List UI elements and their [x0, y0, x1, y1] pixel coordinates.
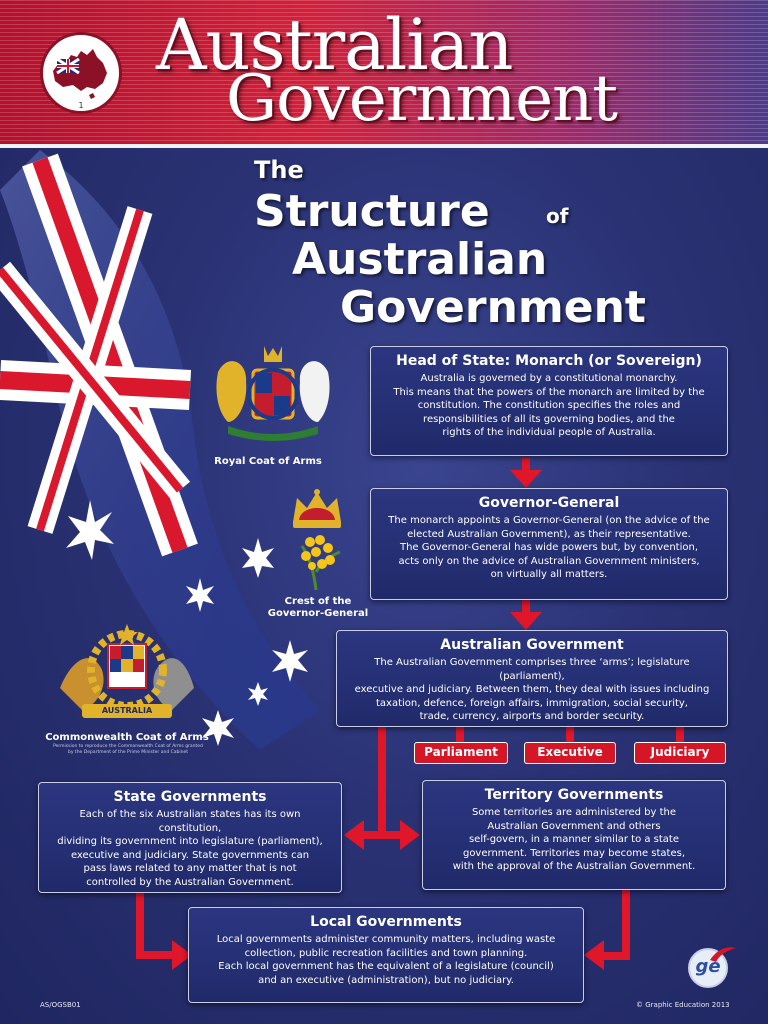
- logo-swoosh-icon: [710, 947, 736, 962]
- box-local-governments: Local Governments Local governments admi…: [188, 907, 584, 1003]
- state-governments-line: executive and judiciary. State governmen…: [70, 849, 310, 861]
- local-governments-line: Each local government has the equivalent…: [218, 961, 554, 972]
- governor-general-line: The monarch appoints a Governor-General …: [388, 515, 710, 526]
- permission-line2: by the Department of the Prime Minister …: [67, 749, 188, 755]
- state-governments-line: controlled by the Australian Government.: [86, 876, 294, 888]
- arrow-gg-to-aus: [522, 600, 530, 614]
- head-of-state-line: Australia is governed by a constitutiona…: [420, 373, 678, 384]
- australia-map-icon: [53, 49, 107, 99]
- governor-general-line: elected Australian Government), as their…: [407, 528, 691, 540]
- royal-coat-caption: Royal Coat of Arms: [214, 456, 322, 467]
- permission-line1: Permission to reproduce the Commonwealth…: [53, 744, 203, 749]
- australian-government-line: trade, currency, airports and border sec…: [419, 711, 645, 722]
- box-territory-governments: Territory Governments Some territories a…: [422, 780, 726, 890]
- head-of-state-line: This means that the powers of the monarc…: [393, 386, 705, 398]
- head-of-state-line: constitution. The constitution specifies…: [417, 400, 681, 411]
- wattle-icon: [300, 535, 341, 591]
- subtitle-the: The: [254, 156, 304, 184]
- box-governor-general: Governor-General The monarch appoints a …: [370, 488, 728, 600]
- australian-government-line: The Australian Government comprises thre…: [374, 657, 690, 682]
- local-governments-line: collection, public recreation facilities…: [244, 947, 528, 959]
- arrow-aus-to-state-territory: [378, 727, 386, 835]
- local-governments-title: Local Governments: [310, 914, 462, 930]
- crest-caption-line1: Crest of the: [284, 596, 352, 607]
- footer-code: AS/OGSB01: [40, 1001, 81, 1009]
- header-title-line1: Australian: [156, 4, 513, 86]
- australian-government-line: taxation, defence, foreign affairs, immi…: [376, 697, 688, 709]
- permission-note: Permission to reproduce the Commonwealth…: [42, 744, 214, 755]
- badge-number: 1: [78, 101, 84, 110]
- header-rule: [0, 144, 768, 148]
- arrow-head-to-gg: [522, 458, 530, 472]
- box-state-governments: State Governments Each of the six Austra…: [38, 782, 342, 893]
- governor-general-line: The Governor-General has wide powers but…: [399, 542, 699, 553]
- state-governments-title: State Governments: [113, 789, 267, 805]
- state-governments-line: pass laws related to any matter that is …: [83, 863, 297, 874]
- subtitle-of: of: [546, 204, 569, 228]
- governor-general-line: on virtually all matters.: [490, 569, 608, 580]
- local-governments-line: and an executive (administration), but n…: [258, 974, 514, 986]
- territory-governments-line: self-govern, in a manner similar to a st…: [468, 834, 680, 845]
- state-governments-line: Each of the six Australian states has it…: [79, 809, 301, 834]
- arm-judiciary-tag: Judiciary: [634, 742, 726, 764]
- australian-government-title: Australian Government: [440, 637, 624, 653]
- governor-general-line: acts only on the advice of Australian Go…: [398, 555, 700, 567]
- box-head-of-state: Head of State: Monarch (or Sovereign) Au…: [370, 346, 728, 456]
- territory-governments-line: with the approval of the Australian Gove…: [452, 861, 696, 872]
- box-australian-government: Australian Government The Australian Gov…: [336, 630, 728, 727]
- state-governments-line: dividing its government into legislature…: [57, 836, 323, 847]
- royal-coat-of-arms-icon: [216, 346, 330, 441]
- subtitle-australian: Australian: [292, 234, 548, 285]
- australian-flag-illustration: [0, 150, 320, 750]
- subtitle-structure: Structure: [254, 186, 490, 237]
- header-banner: [0, 0, 768, 146]
- territory-governments-line: Australian Government and others: [487, 820, 661, 832]
- crown-icon: [293, 489, 341, 528]
- arm-parliament-tag: Parliament: [414, 742, 508, 764]
- territory-governments-line: Some territories are administered by the: [471, 807, 677, 818]
- head-of-state-line: responsibilities of all its governing bo…: [423, 413, 675, 425]
- territory-governments-title: Territory Governments: [484, 787, 664, 803]
- territory-governments-line: government. Territories may become state…: [462, 847, 686, 859]
- australian-government-line: executive and judiciary. Between them, t…: [354, 684, 710, 695]
- arm-executive-tag: Executive: [524, 742, 616, 764]
- arrow-state-to-local: [136, 893, 144, 959]
- australia-map-badge: 1: [40, 32, 122, 114]
- crest-caption: Crest of the Governor-General: [258, 596, 378, 620]
- commonwealth-scroll-text: AUSTRALIA: [101, 706, 153, 715]
- governor-general-title: Governor-General: [478, 495, 620, 511]
- header-title-line2: Government: [226, 62, 618, 136]
- crest-caption-line2: Governor-General: [267, 608, 369, 619]
- commonwealth-coat-of-arms-icon: [60, 624, 194, 718]
- commonwealth-caption: Commonwealth Coat of Arms: [45, 732, 209, 743]
- head-of-state-line: rights of the individual people of Austr…: [442, 427, 656, 438]
- subtitle-government: Government: [340, 282, 646, 333]
- footer-copyright: © Graphic Education 2013: [636, 1001, 730, 1009]
- head-of-state-title: Head of State: Monarch (or Sovereign): [396, 353, 702, 369]
- arrow-territory-to-local: [622, 890, 630, 960]
- local-governments-line: Local governments administer community m…: [216, 934, 556, 945]
